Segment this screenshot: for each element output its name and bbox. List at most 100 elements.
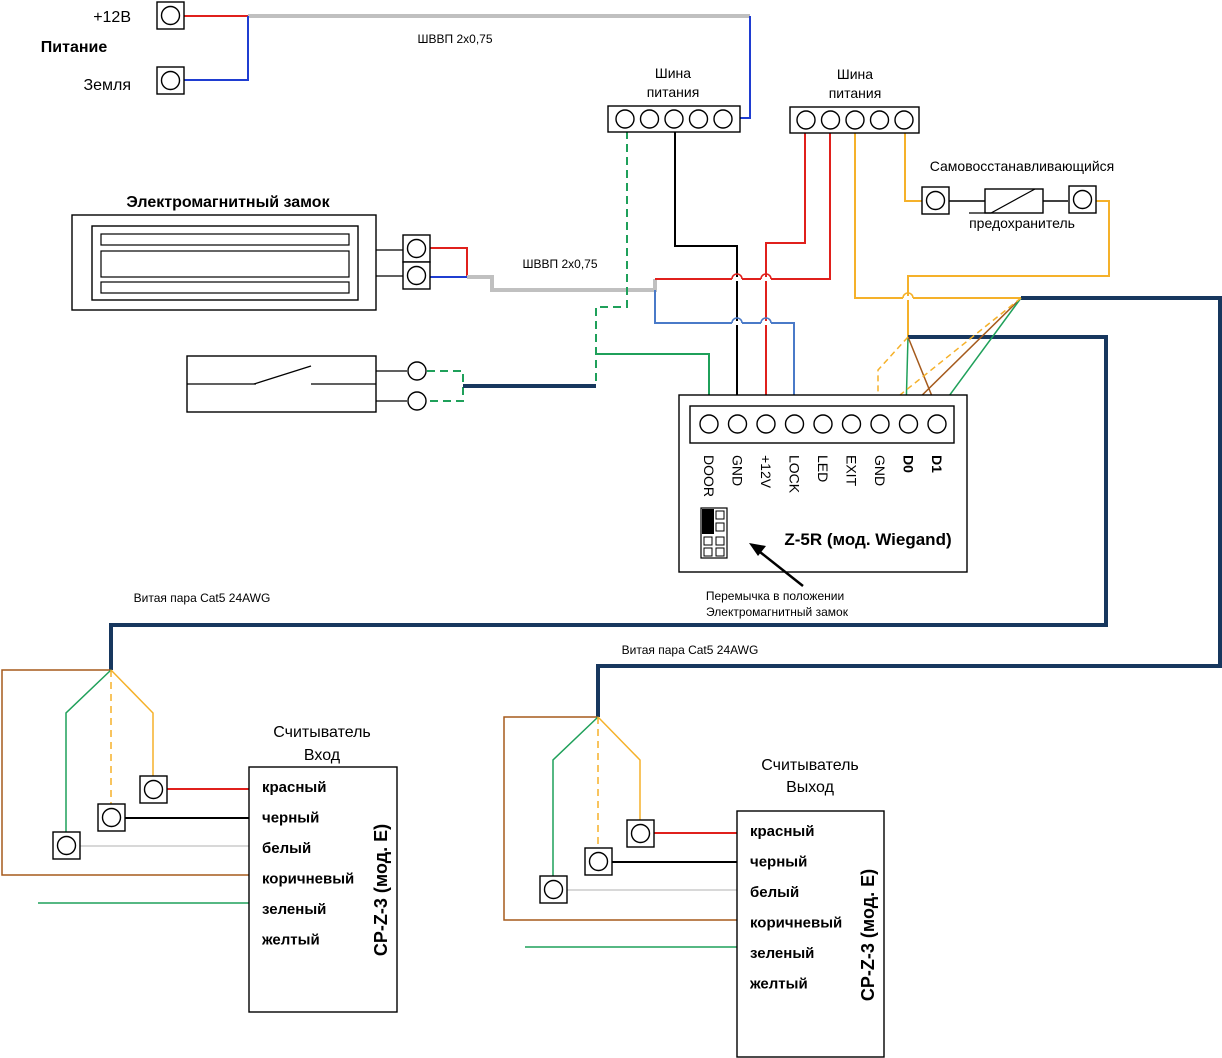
electromagnetic-lock: Электромагнитный замок ШВВП 2х0,75: [71, 194, 598, 311]
bus-2-label-line2: питания: [829, 85, 882, 101]
power-bus-2: Шина питания: [789, 66, 920, 134]
power-bus-1: Шина питания: [607, 65, 741, 133]
bus-terminal: [713, 109, 733, 129]
lock-cable-label: ШВВП 2х0,75: [523, 257, 598, 271]
bus-1-label-line2: питания: [647, 84, 700, 100]
wire-rout-yellow: [597, 716, 641, 820]
fuse-terminal-out: [1068, 185, 1097, 214]
reader-in-terminal-white: [52, 831, 81, 860]
wires: [1, 14, 1222, 948]
wire-crossing-hops: [731, 273, 914, 325]
controller-terminal: [699, 414, 719, 434]
controller-terminal: [870, 414, 890, 434]
wire-rin-brown: [1, 669, 250, 876]
bus-terminal: [639, 109, 660, 129]
wire-gnd-black: [674, 131, 738, 411]
resettable-fuse: Самовосстанавливающийся предохранитель: [921, 158, 1115, 231]
power-title: Питание: [41, 39, 108, 56]
reader-out-wire-labels: красный черный белый коричневый зеленый желты…: [749, 823, 842, 993]
controller-terminal: [841, 414, 862, 434]
controller-terminal: [784, 414, 805, 434]
wire-hop: [731, 273, 743, 280]
bus-terminal: [894, 110, 914, 130]
wire-rout-brown: [503, 716, 737, 921]
bus-2-label-line1: Шина: [837, 66, 873, 82]
power-input: +12В Питание Земля ШВВП 2х0,75: [41, 1, 493, 95]
bus-terminal: [615, 109, 635, 129]
jumper-note-line1: Перемычка в положении: [706, 589, 844, 603]
controller-terminals: [699, 414, 947, 434]
wire-fan-d1-green-out: [937, 297, 1022, 412]
controller-terminal-label: GND: [730, 455, 746, 486]
reader-out-terminal-red: [626, 819, 655, 848]
wire-fuse-in-yellow: [904, 131, 922, 202]
wire-button-green-dashed: [427, 370, 464, 402]
reader-wire-label: белый: [750, 884, 799, 901]
switch-terminal-1: [407, 361, 427, 381]
wire-rout-green: [552, 716, 599, 877]
fuse-terminal-in: [921, 186, 950, 215]
wire-lock-red-to-12v: [655, 131, 831, 280]
wire-lock-blue-to-lock: [654, 290, 795, 411]
controller-terminal: [927, 414, 947, 434]
twisted-pair-label-1: Витая пара Cat5 24AWG: [134, 591, 271, 605]
wire-12v-red: [765, 131, 806, 411]
jumper-arrow-line: [759, 551, 804, 587]
terminal-plus: [156, 1, 185, 30]
reader-wire-label: желтый: [261, 932, 320, 949]
wire-hop: [731, 317, 743, 324]
wire-fan-d0-brown-out: [905, 297, 1022, 412]
reader-wire-label: белый: [262, 840, 311, 857]
wire-cat5-reader-out: [596, 296, 1222, 717]
jumper-block: [700, 507, 728, 559]
bus-terminal: [664, 109, 684, 129]
reader-wire-label: красный: [262, 779, 326, 796]
reader-out-terminal-white: [539, 875, 568, 904]
controller-terminal-label: LOCK: [787, 455, 803, 494]
reader-out-title-line2: Выход: [786, 779, 835, 796]
fuse-label-line1: Самовосстанавливающийся: [930, 158, 1115, 174]
wire-power-blue-to-bus: [736, 16, 751, 119]
controller-terminal-label: D1: [929, 455, 945, 473]
controller-terminal-label: GND: [872, 455, 888, 486]
power-cable-label: ШВВП 2х0,75: [418, 32, 493, 46]
reader-out-model: CP-Z-3 (мод. E): [858, 869, 878, 1001]
reader-out: Считыватель Выход красныйчерныйбелыйкори…: [539, 757, 885, 1058]
lock-terminal-1: [402, 234, 431, 263]
wire-cat5-reader-in: [109, 335, 1108, 670]
fuse-symbol-line: [969, 188, 1036, 214]
controller-terminal-label: D0: [901, 455, 917, 473]
jumper-arrow-head: [749, 543, 766, 556]
lock-title: Электромагнитный замок: [126, 194, 330, 211]
reader-wire-label: коричневый: [750, 915, 842, 932]
wire-lock-cable-gray: [467, 275, 657, 292]
fuse-label-line2: предохранитель: [969, 215, 1075, 231]
reader-wire-label: черный: [750, 854, 807, 871]
wire-rin-green: [65, 669, 112, 833]
wire-hop: [760, 273, 772, 280]
reader-out-terminal-black: [584, 847, 613, 876]
lock-terminal-2: [402, 261, 431, 290]
reader-in: Считыватель Вход красныйчерныйбелыйкорич…: [52, 724, 398, 1013]
twisted-pair-label-2: Витая пара Cat5 24AWG: [622, 643, 759, 657]
wire-power-ground-blue: [184, 16, 249, 81]
bus-terminal: [869, 110, 890, 130]
reader-in-terminal-black: [97, 803, 126, 832]
jumper-note-line2: Электромагнитный замок: [706, 605, 849, 619]
reader-wire-label: красный: [750, 823, 814, 840]
bus-terminal: [796, 110, 816, 130]
reader-in-wire-labels: красныйчерныйбелыйкоричневыйзеленыйжелты…: [261, 779, 354, 949]
controller-terminal-label: EXIT: [844, 455, 860, 487]
reader-wire-label: зеленый: [750, 945, 814, 962]
bus-1-label-line1: Шина: [655, 65, 691, 81]
wire-fan-gnd-yellow-out: [879, 297, 1022, 412]
power-ground-label: Земля: [83, 77, 131, 94]
bus-terminal: [845, 110, 865, 130]
switch-terminal-2: [407, 391, 427, 411]
wire-lock-red: [429, 247, 468, 277]
controller-terminal: [898, 414, 919, 434]
reader-wire-label: желтый: [749, 976, 808, 993]
switch-contact: [186, 355, 427, 413]
reader-in-model: CP-Z-3 (мод. E): [371, 824, 391, 956]
wire-hop: [760, 317, 772, 324]
